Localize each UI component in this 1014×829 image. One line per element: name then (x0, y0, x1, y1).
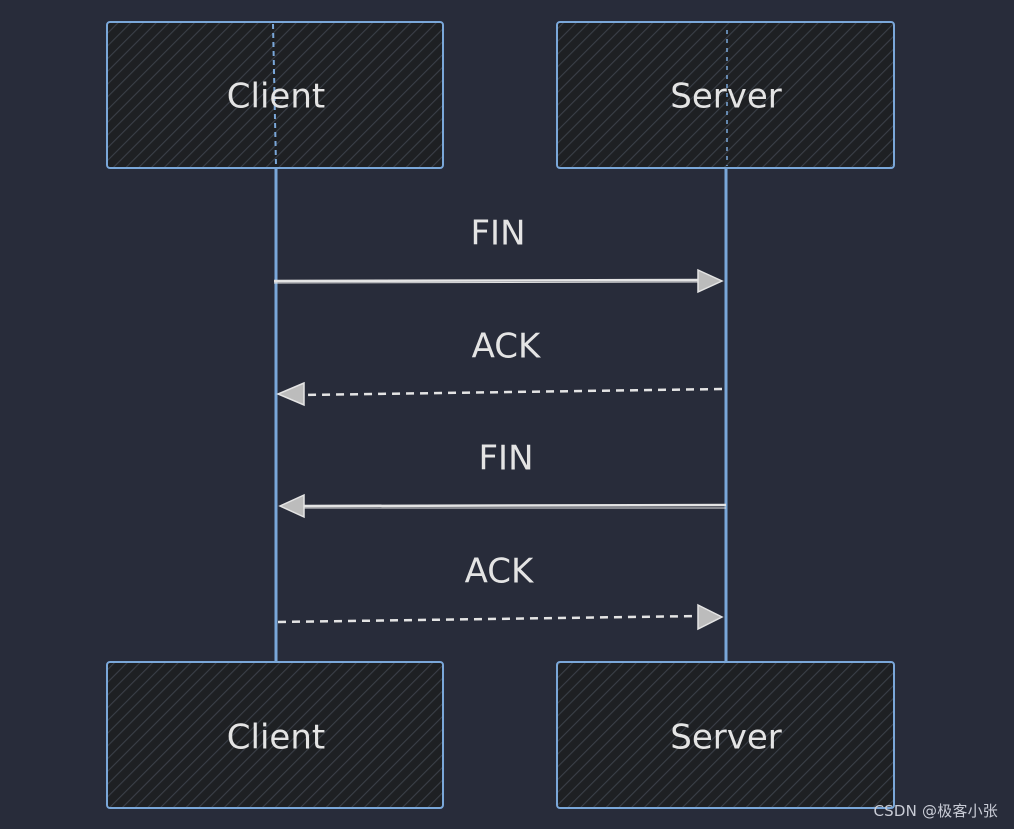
arrowhead-left-icon (276, 381, 305, 407)
participant-client-top-label: Client (227, 77, 325, 117)
participant-server-bottom-label: Server (670, 718, 782, 758)
arrowhead-right-icon (697, 603, 724, 631)
participant-client-bottom-label: Client (227, 718, 325, 758)
message-ack-client-to-server: ACK (277, 552, 724, 631)
participant-server-top-label: Server (670, 77, 782, 117)
message-3-label: FIN (478, 439, 533, 479)
participant-client-top: Client (106, 21, 444, 169)
arrowhead-left-icon (278, 493, 305, 519)
message-ack-server-to-client: ACK (276, 327, 723, 407)
message-2-label: ACK (472, 327, 542, 367)
message-1-label: FIN (470, 214, 525, 254)
arrowhead-right-icon (697, 268, 724, 294)
participant-client-bottom: Client (106, 661, 444, 809)
message-4-label: ACK (465, 552, 535, 592)
participant-server-bottom: Server (556, 661, 895, 809)
watermark: CSDN @极客小张 (873, 802, 998, 820)
participant-server-top: Server (556, 21, 895, 169)
message-fin-server-to-client: FIN (278, 439, 727, 519)
message-fin-client-to-server: FIN (273, 214, 724, 294)
